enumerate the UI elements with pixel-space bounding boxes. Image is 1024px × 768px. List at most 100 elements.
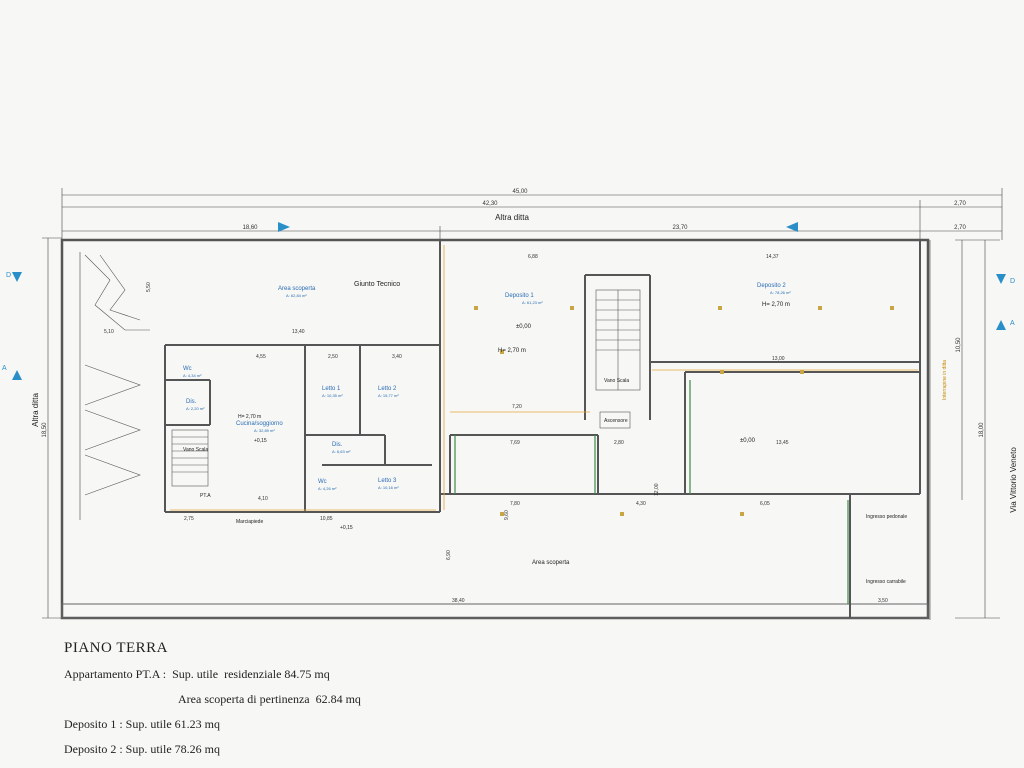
dim-4-10: 4,10 [258, 496, 268, 502]
dim-4-30: 4,30 [636, 501, 646, 507]
dim-9-60: 9,60 [504, 510, 510, 520]
label-vano-scala: Vano Scala [183, 447, 208, 453]
floor-title: PIANO TERRA [64, 640, 168, 656]
label-letto3-area: A: 10,16 m² [378, 485, 399, 490]
label-area-scoperta-bottom: Area scoperta [532, 560, 570, 566]
dim-13-40: 13,40 [292, 329, 305, 335]
dim-7-20: 7,20 [512, 404, 522, 410]
label-altra-ditta-top: Altra ditta [495, 213, 529, 222]
label-vano-scala-2: Vano Scala [604, 378, 629, 384]
label-letto1: Letto 1 [322, 386, 341, 392]
section-marker-top-right [786, 222, 798, 232]
label-letto1-area: A: 10,35 m² [322, 393, 343, 398]
label-wc1-area: A: 4,34 m² [183, 373, 202, 378]
left-dimensions [42, 237, 81, 619]
label-letto3: Letto 3 [378, 478, 397, 484]
label-area-scoperta-top: Area scoperta [278, 286, 316, 292]
note-area-scoperta: Area scoperta di pertinenza 62.84 mq [178, 692, 361, 706]
dim-bottom-right: 3,50 [878, 598, 888, 604]
dim-3-40: 3,40 [392, 354, 402, 360]
dim-right-margin-2: 2,70 [954, 225, 966, 231]
dim-2-50: 2,50 [328, 354, 338, 360]
label-marciapiede-level: +0,15 [340, 525, 353, 531]
label-via: Via Vittorio Veneto [1009, 447, 1018, 513]
note-deposito-2: Deposito 2 : Sup. utile 78.26 mq [64, 742, 220, 756]
dim-right-depth: 18,00 [979, 422, 985, 438]
dim-bottom-width: 38,40 [452, 598, 465, 604]
dim-6-90: 6,90 [446, 550, 452, 560]
section-label-left-a: A [2, 365, 7, 372]
floor-notes: PIANO TERRA Appartamento PT.A : Sup. uti… [64, 640, 361, 767]
section-marker-right-a [996, 320, 1006, 330]
label-interrapine: Interrapine in ditta [942, 360, 948, 400]
label-deposito2-h: H= 2,70 m [762, 302, 790, 308]
outer-walls [60, 238, 930, 620]
label-deposito2-level: ±0,00 [740, 438, 756, 444]
label-marciapiede: Marciapiede [236, 519, 263, 525]
dim-6-05: 6,05 [760, 501, 770, 507]
dim-13-45: 13,45 [776, 440, 789, 446]
green-accents [454, 380, 849, 604]
dim-6-88: 6,88 [528, 254, 538, 260]
label-deposito1: Deposito 1 [505, 293, 534, 299]
stairs-center [595, 289, 641, 429]
label-wc2-area: A: 4,26 m² [318, 486, 337, 491]
label-cucina-h: H= 2,70 m [238, 414, 261, 420]
label-wc1: Wc [183, 366, 192, 372]
section-label-left-d: D [6, 272, 11, 279]
floor-plan-drawing: 45,00 42,30 2,70 Altra ditta 18,60 23,70… [2, 188, 1018, 620]
label-dis1-area: A: 2,20 m² [186, 406, 205, 411]
label-cucina: Cucina/soggiorno [236, 421, 283, 427]
dim-12-00: 12,00 [654, 483, 660, 496]
dim-13-00: 13,00 [772, 356, 785, 362]
label-deposito2: Deposito 2 [757, 283, 786, 289]
label-letto2: Letto 2 [378, 386, 397, 392]
section-label-right-d: D [1010, 278, 1015, 285]
label-giunto: Giunto Tecnico [354, 281, 400, 288]
dim-7-80: 7,80 [510, 501, 520, 507]
label-area-scoperta-top-area: A: 62,84 m² [286, 293, 307, 298]
section-marker-left-a [12, 370, 22, 380]
parking-hatch [84, 254, 150, 496]
fixture-marks [474, 306, 894, 516]
dim-14-37: 14,37 [766, 254, 779, 260]
section-marker-right-d [996, 274, 1006, 284]
label-letto2-area: A: 15,77 m² [378, 393, 399, 398]
label-pta: PT.A [200, 493, 211, 499]
label-deposito1-level: ±0,00 [516, 324, 532, 330]
label-dis1: Dis. [186, 399, 197, 405]
label-wc2: Wc [318, 479, 327, 485]
note-appartamento: Appartamento PT.A : Sup. utile residenzi… [64, 667, 330, 681]
label-altra-ditta-left: Altra ditta [31, 393, 40, 427]
top-dimensions [61, 188, 1003, 240]
interior-walls [164, 240, 921, 618]
dim-5-10: 5,10 [104, 329, 114, 335]
dim-4-55: 4,55 [256, 354, 266, 360]
dim-2-80: 2,80 [614, 440, 624, 446]
dim-left-depth: 18,50 [42, 422, 48, 438]
dim-10-85: 10,85 [320, 516, 333, 522]
label-deposito1-h: H= 2,70 m [498, 348, 526, 354]
note-deposito-1: Deposito 1 : Sup. utile 61.23 mq [64, 717, 220, 731]
section-label-right-a: A [1010, 320, 1015, 327]
section-marker-left-d [12, 272, 22, 282]
dim-overall: 45,00 [512, 189, 528, 195]
label-ascensore: Ascensore [604, 418, 628, 424]
label-ingresso-carrabile: Ingresso carrabile [866, 579, 906, 585]
section-marker-top-left [278, 222, 290, 232]
dim-inner: 42,30 [482, 201, 498, 207]
label-cucina-area: A: 32,89 m² [254, 428, 275, 433]
label-dis2-area: A: 6,63 m² [332, 449, 351, 454]
label-dis2: Dis. [332, 442, 343, 448]
dim-7-69: 7,69 [510, 440, 520, 446]
dim-2-75: 2,75 [184, 516, 194, 522]
dim-right-depth-2: 10,50 [956, 337, 962, 353]
stairs-left [171, 429, 209, 487]
label-ingresso-pedonale: Ingresso pedonale [866, 514, 907, 520]
bottom-strip [61, 603, 929, 619]
orange-guides [170, 245, 918, 511]
label-deposito1-area: A: 61,23 m² [522, 300, 543, 305]
right-dimensions [929, 239, 1000, 620]
label-cucina-level: +0,15 [254, 438, 267, 444]
dim-right-segment: 23,70 [672, 225, 688, 231]
